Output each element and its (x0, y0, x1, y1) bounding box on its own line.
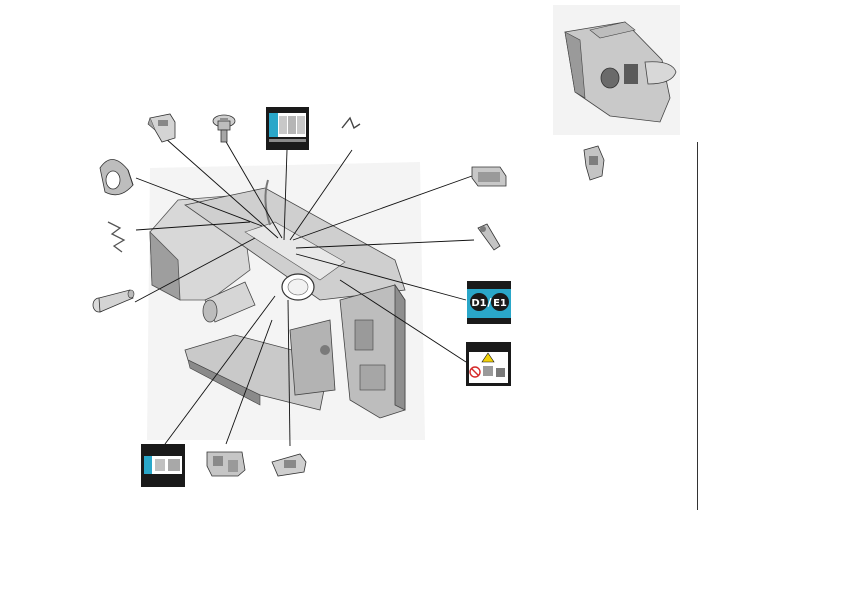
d1-text: D1 (471, 298, 486, 309)
screw-icon (212, 114, 236, 143)
leader-lines (134, 137, 475, 447)
warning-label-icon (466, 342, 511, 386)
small-label-icon (141, 444, 185, 487)
bracket-icon (206, 451, 246, 477)
instruction-label-icon (266, 107, 309, 150)
assembly-thumbnail-icon (553, 5, 680, 135)
coil-spring-icon (107, 221, 126, 253)
wire-spring-icon (341, 116, 361, 130)
d1-e1-label-icon: D1 / E1 (467, 281, 511, 324)
bracket-clip-icon (147, 113, 176, 143)
cam-ring-icon (99, 159, 134, 196)
main-housing (147, 162, 425, 440)
latch-icon (583, 145, 605, 181)
clip-icon (271, 453, 307, 477)
e1-text: E1 (493, 298, 507, 309)
pin-icon (92, 289, 135, 313)
vertical-divider (697, 142, 698, 510)
connector-icon (471, 166, 507, 187)
slash-text: / (487, 296, 492, 309)
lever-icon (477, 223, 501, 251)
